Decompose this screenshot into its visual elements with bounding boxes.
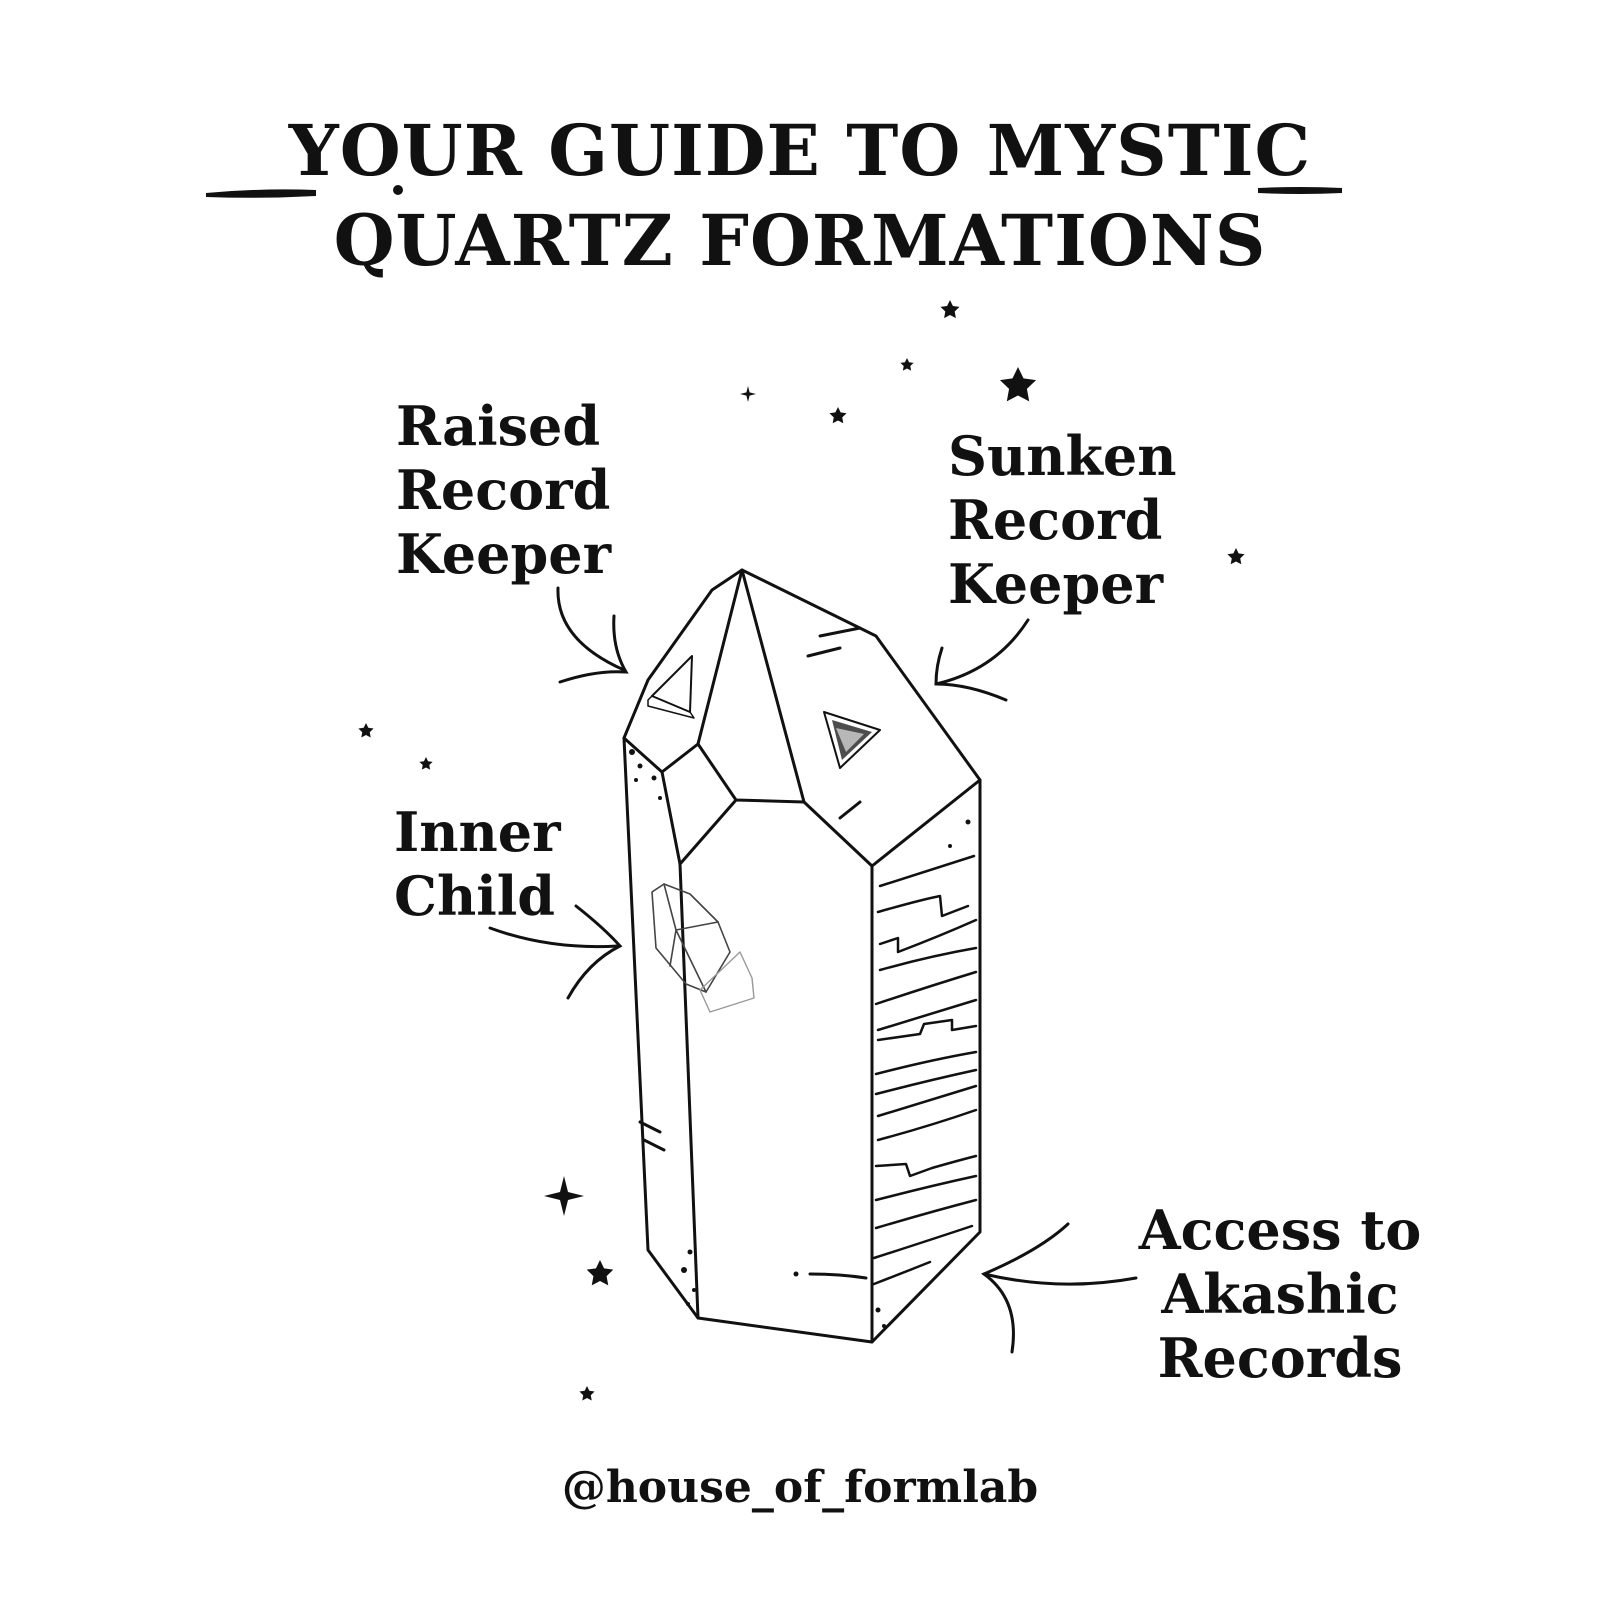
crystal-edge-right bbox=[802, 778, 982, 868]
star-icon bbox=[999, 367, 1037, 402]
crystal-facet-1 bbox=[622, 568, 744, 774]
label-line: Akashic bbox=[1161, 1262, 1399, 1326]
label-raised-record-keeper: Raised Record Keeper bbox=[396, 394, 611, 586]
label-inner-child: Inner Child bbox=[394, 800, 561, 928]
inner-child-crystal-shadow bbox=[699, 951, 755, 1013]
star-icon bbox=[1227, 548, 1245, 565]
star-icon bbox=[419, 757, 433, 770]
arrow-access-akashic-records bbox=[980, 1222, 1138, 1354]
star-icon bbox=[358, 723, 374, 738]
label-line: Keeper bbox=[396, 522, 612, 586]
crystal-outline bbox=[622, 568, 982, 1344]
crystal-mark-top bbox=[806, 626, 862, 658]
crystal-facet-2 bbox=[696, 568, 806, 804]
label-line: Records bbox=[1157, 1326, 1403, 1390]
title-dash-right bbox=[1258, 187, 1342, 194]
label-line: Child bbox=[394, 864, 556, 928]
annotation-arrows bbox=[488, 586, 1138, 1354]
crystal-mark-mid bbox=[838, 800, 862, 820]
label-line: Inner bbox=[394, 800, 561, 864]
star-icon bbox=[579, 1386, 595, 1401]
inner-child-crystal bbox=[651, 883, 731, 993]
sparkle-icon bbox=[544, 1176, 584, 1216]
star-icon bbox=[900, 358, 914, 371]
star-icon bbox=[829, 407, 847, 424]
title-line-2: QUARTZ FORMATIONS bbox=[333, 199, 1267, 282]
title-dashes bbox=[206, 187, 1342, 198]
crystal-edge-1 bbox=[678, 798, 738, 866]
label-line: Raised bbox=[396, 394, 601, 458]
crystal-speckles bbox=[629, 749, 971, 1328]
label-line: Record bbox=[948, 488, 1163, 552]
crystal-striations bbox=[872, 854, 978, 1286]
crystal-mark-left bbox=[638, 1120, 666, 1152]
title-line-1: YOUR GUIDE TO MYSTIC bbox=[288, 109, 1312, 192]
social-handle: @house_of_formlab bbox=[561, 1462, 1039, 1513]
sunken-record-keeper-triangle bbox=[823, 711, 881, 769]
label-line: Sunken bbox=[948, 424, 1177, 488]
title-dash-left bbox=[206, 189, 316, 198]
crystal-illustration bbox=[622, 568, 982, 1344]
label-access-akashic-records: Access to Akashic Records bbox=[1130, 1198, 1430, 1390]
arrow-raised-record-keeper bbox=[556, 586, 629, 684]
akashic-line-mark bbox=[808, 1272, 868, 1280]
label-line: Record bbox=[396, 458, 611, 522]
arrow-sunken-record-keeper bbox=[934, 618, 1030, 702]
label-line: Access to bbox=[1138, 1198, 1422, 1262]
sparkle-icon bbox=[740, 386, 756, 402]
star-icon bbox=[940, 300, 960, 319]
label-line: Keeper bbox=[948, 552, 1164, 616]
label-sunken-record-keeper: Sunken Record Keeper bbox=[948, 424, 1177, 616]
crystal-edge-left bbox=[660, 770, 700, 1320]
stars bbox=[358, 300, 1245, 1401]
arrow-inner-child bbox=[488, 904, 623, 1000]
raised-record-keeper-triangle bbox=[647, 655, 695, 719]
title-dot bbox=[393, 185, 403, 195]
star-icon bbox=[586, 1260, 614, 1286]
